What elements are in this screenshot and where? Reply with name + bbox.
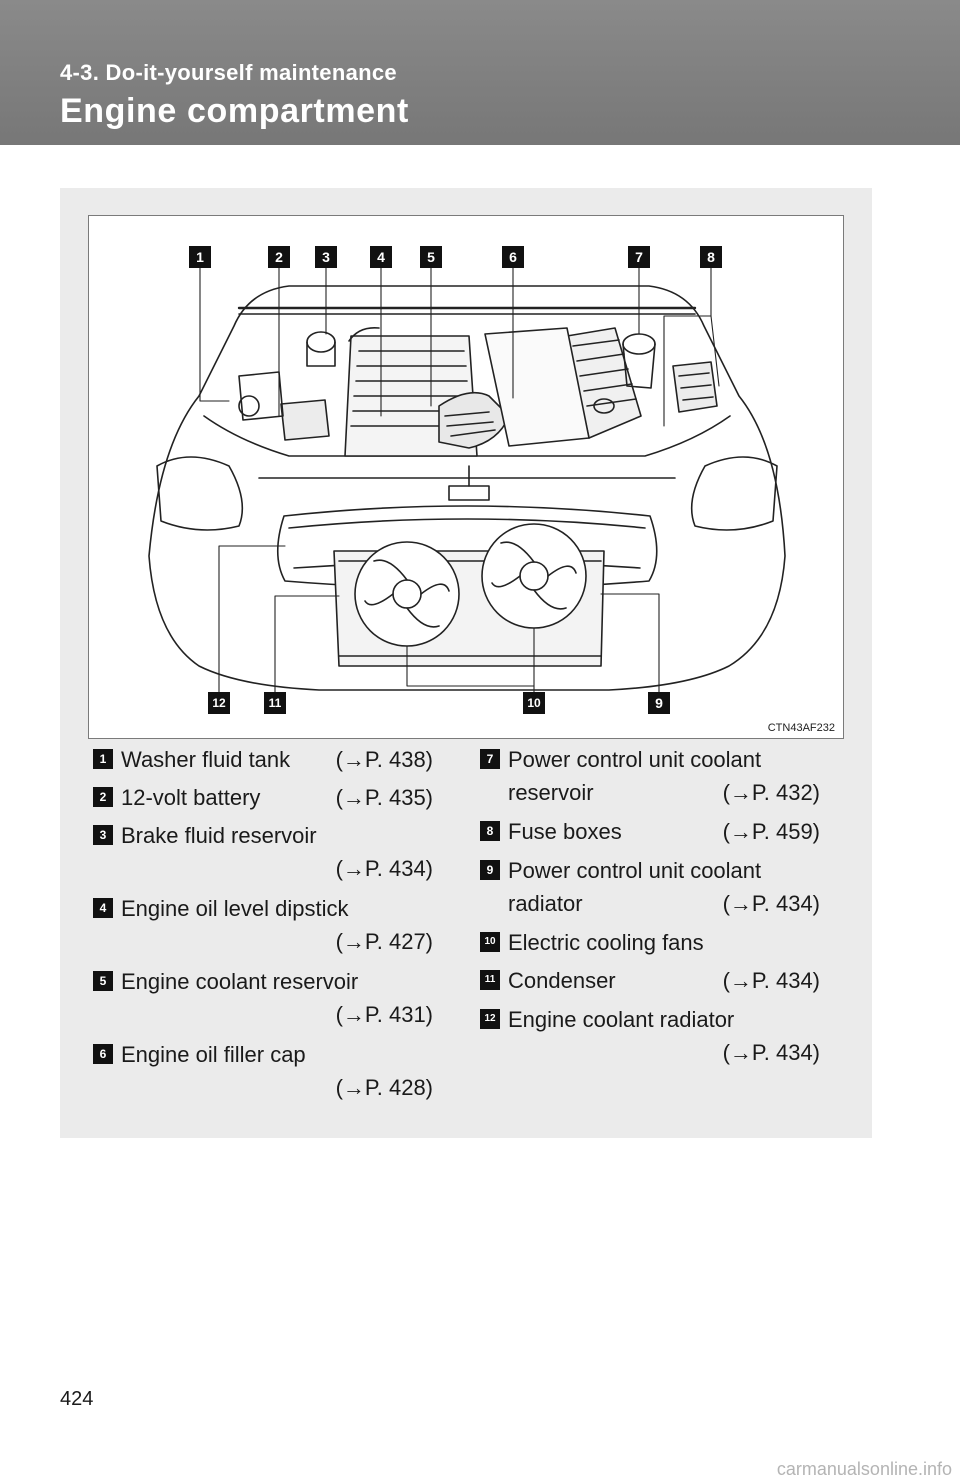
callout-12: 12 xyxy=(208,692,230,714)
page-title: Engine compartment xyxy=(60,92,409,130)
callout-7: 7 xyxy=(628,246,650,268)
callout-9: 9 xyxy=(648,692,670,714)
list-item: 3 Brake fluid reservoir (→P. 434) xyxy=(93,819,433,885)
callout-5: 5 xyxy=(420,246,442,268)
list-item: 12 Engine coolant radiator (→P. 434) xyxy=(480,1003,820,1069)
list-item: 10 Electric cooling fans xyxy=(480,926,820,959)
list-item: 2 12-volt battery(→P. 435) xyxy=(93,781,433,814)
callout-4: 4 xyxy=(370,246,392,268)
page-reference: (→P. 434) xyxy=(722,968,820,993)
list-item: 9 Power control unit coolant radiator(→P… xyxy=(480,854,820,920)
page-reference: (→P. 434) xyxy=(722,891,820,916)
callout-10: 10 xyxy=(523,692,545,714)
callout-3: 3 xyxy=(315,246,337,268)
page-reference: (→P. 434) xyxy=(335,856,433,881)
list-item: 7 Power control unit coolant reservoir(→… xyxy=(480,743,820,809)
list-item: 8 Fuse boxes(→P. 459) xyxy=(480,815,820,848)
page-reference: (→P. 459) xyxy=(722,819,820,844)
callout-8: 8 xyxy=(700,246,722,268)
list-item: 11 Condenser(→P. 434) xyxy=(480,964,820,997)
callout-6: 6 xyxy=(502,246,524,268)
page-reference: (→P. 431) xyxy=(335,1002,433,1027)
page-reference: (→P. 432) xyxy=(722,780,820,805)
page-number: 424 xyxy=(60,1388,94,1410)
engine-drawing xyxy=(148,265,786,702)
chapter-header: 4-3. Do-it-yourself maintenance Engine c… xyxy=(0,0,960,145)
page-reference: (→P. 427) xyxy=(335,929,433,954)
engine-compartment-illustration: 1 2 3 4 5 6 7 8 9 10 11 12 CTN43AF232 xyxy=(88,215,844,739)
figure-code: CTN43AF232 xyxy=(767,722,835,734)
page-reference: (→P. 435) xyxy=(335,785,433,810)
callout-1: 1 xyxy=(189,246,211,268)
page-reference: (→P. 438) xyxy=(335,747,433,772)
watermark: carmanualsonline.info xyxy=(776,1459,952,1479)
page-reference: (→P. 434) xyxy=(722,1040,820,1065)
list-item: 5 Engine coolant reservoir (→P. 431) xyxy=(93,965,433,1031)
list-item: 4 Engine oil level dipstick (→P. 427) xyxy=(93,892,433,958)
callout-2: 2 xyxy=(268,246,290,268)
page-reference: (→P. 428) xyxy=(335,1075,433,1100)
list-item: 6 Engine oil filler cap (→P. 428) xyxy=(93,1038,433,1104)
callout-11: 11 xyxy=(264,692,286,714)
list-item: 1 Washer fluid tank(→P. 438) xyxy=(93,743,433,776)
section-label: 4-3. Do-it-yourself maintenance xyxy=(60,60,397,85)
